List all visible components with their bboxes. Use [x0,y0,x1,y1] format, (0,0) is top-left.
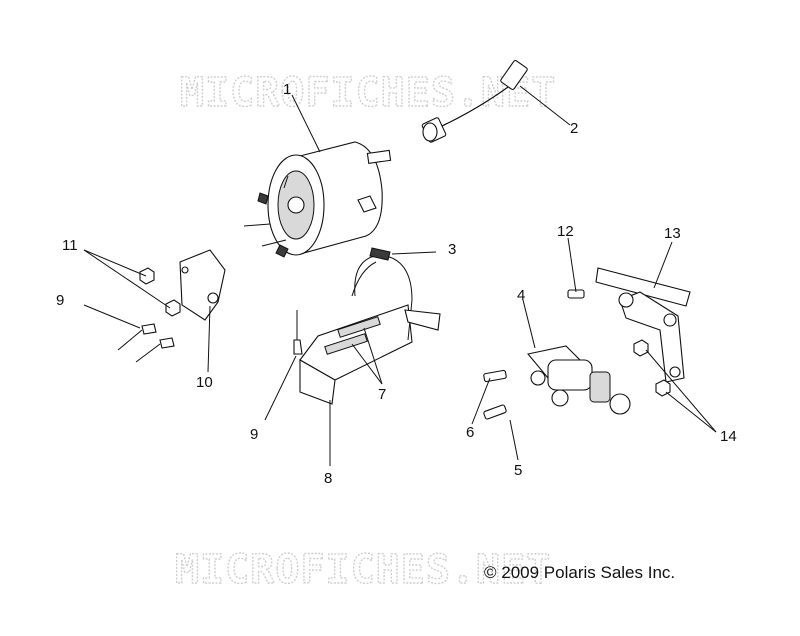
callout-14: 14 [720,428,737,445]
callout-10: 10 [196,374,213,391]
callout-4: 4 [517,287,525,304]
callout-13: 13 [664,225,681,242]
callout-8: 8 [324,470,332,487]
callout-3: 3 [448,241,456,258]
callout-2: 2 [570,120,578,137]
callout-9-left: 9 [56,292,64,309]
watermark-top: MICROFICHES.NET [180,70,556,116]
solenoid-drive-part [483,345,631,420]
callout-labels: 1 2 3 4 5 6 7 8 9 9 10 11 12 13 14 [56,81,737,487]
callout-5: 5 [514,462,522,479]
starter-motor-part [243,141,392,258]
callout-1: 1 [283,81,291,98]
end-plate-part [139,249,226,321]
terminal-part [117,310,303,363]
callout-7: 7 [378,386,386,403]
callout-9-center: 9 [250,426,258,443]
copyright-notice: © 2009 Polaris Sales Inc. [484,563,675,582]
callout-12: 12 [557,223,574,240]
watermark-bottom: MICROFICHES.NET [175,547,551,593]
callout-6: 6 [466,424,474,441]
leader-lines [83,85,717,466]
mounting-bracket-part [299,247,441,405]
callout-11: 11 [62,237,78,254]
starter-cable-part [421,59,528,143]
